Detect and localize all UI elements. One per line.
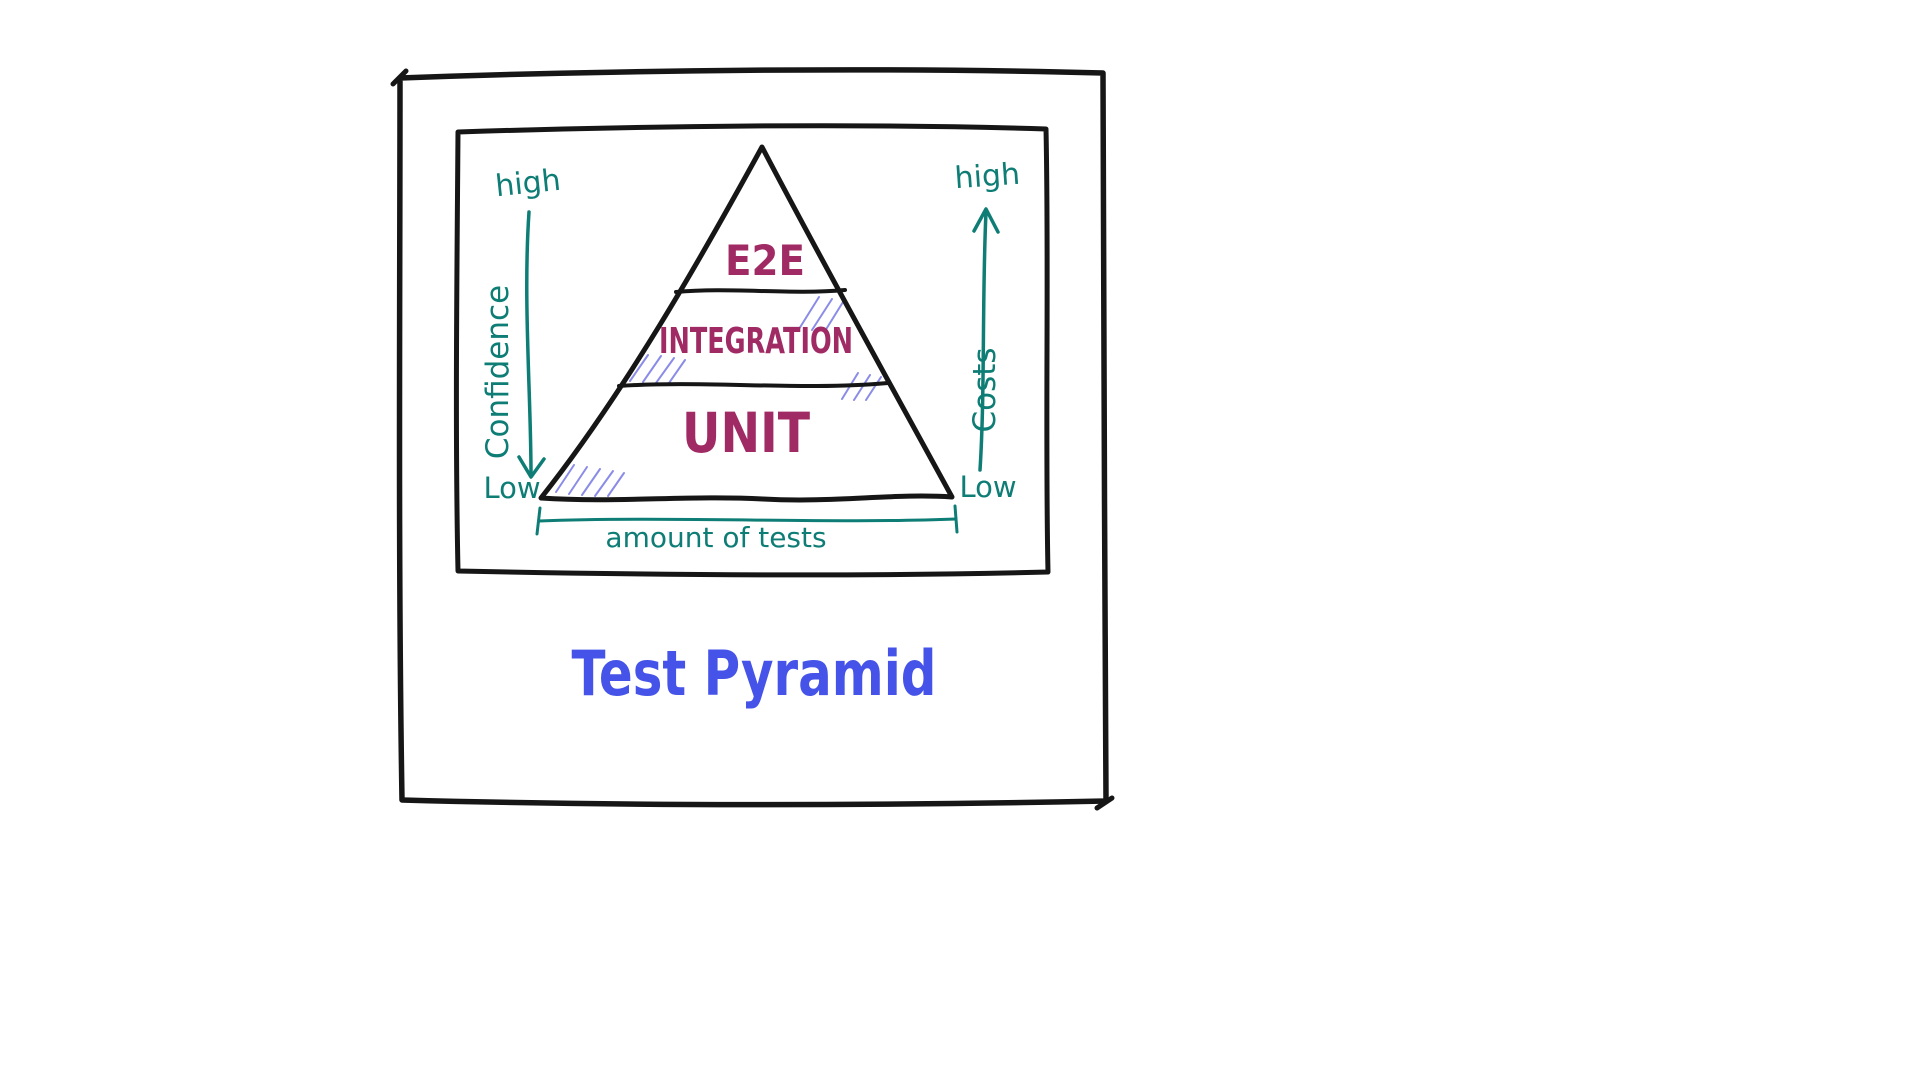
- layer-label-integration: INTEGRATION: [659, 321, 853, 362]
- costs-arrowhead-up: [972, 207, 1000, 234]
- layer-label-e2e: E2E: [725, 236, 805, 285]
- outer-frame: [390, 67, 1115, 811]
- frame-corner-stroke: [1094, 795, 1115, 811]
- confidence-arrowhead-down: [517, 455, 546, 479]
- costs-axis: high Costs Low: [953, 157, 1021, 504]
- costs-low-label: Low: [959, 470, 1016, 504]
- layer-label-unit: UNIT: [682, 401, 810, 465]
- amount-of-tests-label: amount of tests: [605, 521, 826, 554]
- pyramid-divider-integration-unit: [617, 381, 890, 389]
- confidence-low-label: Low: [483, 471, 540, 505]
- costs-high-label: high: [953, 157, 1021, 196]
- confidence-axis: high Confidence Low: [480, 163, 562, 505]
- costs-axis-label: Costs: [967, 347, 1003, 432]
- amount-measure-tick-right: [953, 504, 959, 534]
- diagram-title: Test Pyramid: [572, 637, 937, 710]
- amount-measure-tick-left: [535, 506, 542, 536]
- amount-of-tests-axis: amount of tests: [535, 504, 959, 554]
- amount-measure-line: [537, 517, 958, 523]
- confidence-arrow-line: [525, 210, 533, 476]
- pyramid-divider-e2e-integration: [674, 288, 847, 294]
- pyramid: E2E INTEGRATION UNIT: [538, 144, 955, 503]
- pyramid-outline: [538, 144, 955, 503]
- costs-arrow-line: [978, 210, 988, 472]
- diagram-frame: [453, 123, 1051, 578]
- confidence-high-label: high: [494, 163, 563, 205]
- confidence-axis-label: Confidence: [480, 285, 516, 459]
- diagram-frame-border: [453, 123, 1051, 578]
- frame-corner-stroke: [390, 68, 409, 87]
